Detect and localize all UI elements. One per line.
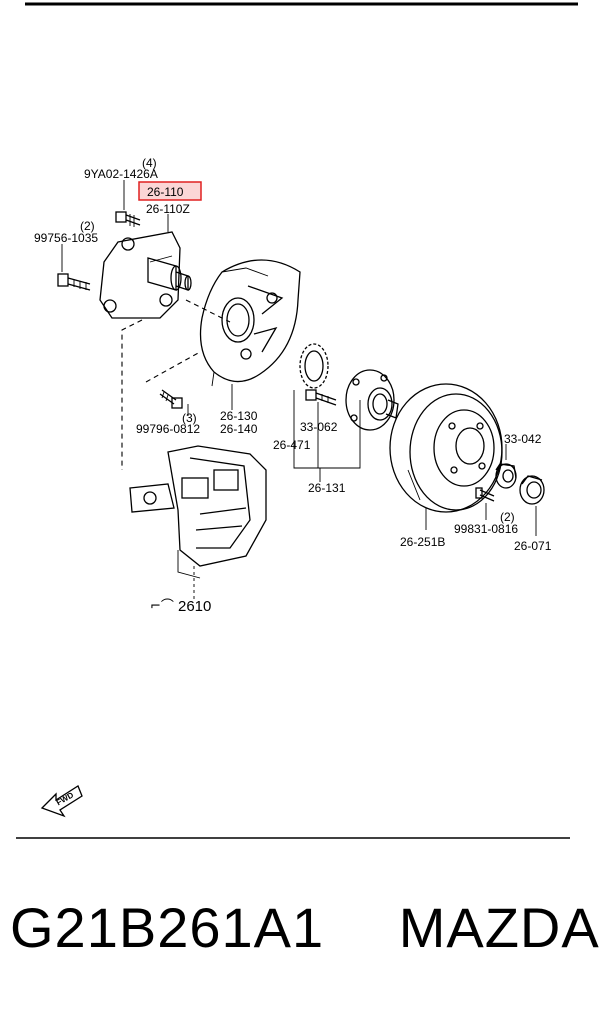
callout-bolt-left-qty: (2) <box>80 219 95 233</box>
knuckle-bolt-99756 <box>57 273 91 291</box>
fwd-label: FWD <box>55 790 75 807</box>
callout-abs-ring: 26-471 <box>273 438 311 452</box>
hub-bolt-9ya02 <box>115 211 141 227</box>
callout-hub-bolt: 33-062 <box>300 420 338 434</box>
callout-bolt-hub-qty: (4) <box>142 156 157 170</box>
wheel-hub <box>345 369 399 431</box>
knuckle-assembly <box>99 231 192 319</box>
highlight-box <box>138 181 202 201</box>
callout-bolt-hub: 9YA02-1426A <box>84 167 158 181</box>
hub-nut-33042 <box>495 463 517 489</box>
shield-bolt-99796 <box>159 389 183 409</box>
caliper-bracket-glyph: ⌐⌒ <box>150 599 174 614</box>
forward-arrow-icon: FWD <box>40 785 83 818</box>
part-number: G21B261A1 <box>10 896 325 959</box>
caption: G21B261A1 MAZDA <box>10 895 600 960</box>
rotor-screw-99831 <box>475 487 495 502</box>
callout-dust-shield-alt: 26-140 <box>220 422 258 436</box>
abs-tone-ring <box>299 343 329 389</box>
callout-shield-bolt-qty: (3) <box>182 411 197 425</box>
callout-dust-shield: 26-130 <box>220 409 258 423</box>
callout-shield-bolt: 99796-0812 <box>136 422 200 436</box>
callout-caliper: 2610 <box>178 598 211 615</box>
hub-stud-33062 <box>305 389 337 406</box>
callout-rotor-screw: 99831-0816 <box>454 522 518 536</box>
callout-rotor-screw-qty: (2) <box>500 510 515 524</box>
callout-knuckle: 26-110 <box>147 185 184 199</box>
brake-rotor <box>389 383 503 513</box>
callout-knuckle-alt: 26-110Z <box>146 202 190 216</box>
brake-caliper <box>129 445 267 600</box>
callout-cap: 26-071 <box>514 539 552 553</box>
brand-name: MAZDA <box>398 896 600 959</box>
callout-rotor: 26-251B <box>400 535 445 549</box>
dust-shield <box>199 259 301 400</box>
callout-hub-assy: 26-131 <box>308 481 346 495</box>
callout-bolt-left: 99756-1035 <box>34 231 98 245</box>
grease-cap-26071 <box>519 475 545 505</box>
callout-nut: 33-042 <box>504 432 542 446</box>
